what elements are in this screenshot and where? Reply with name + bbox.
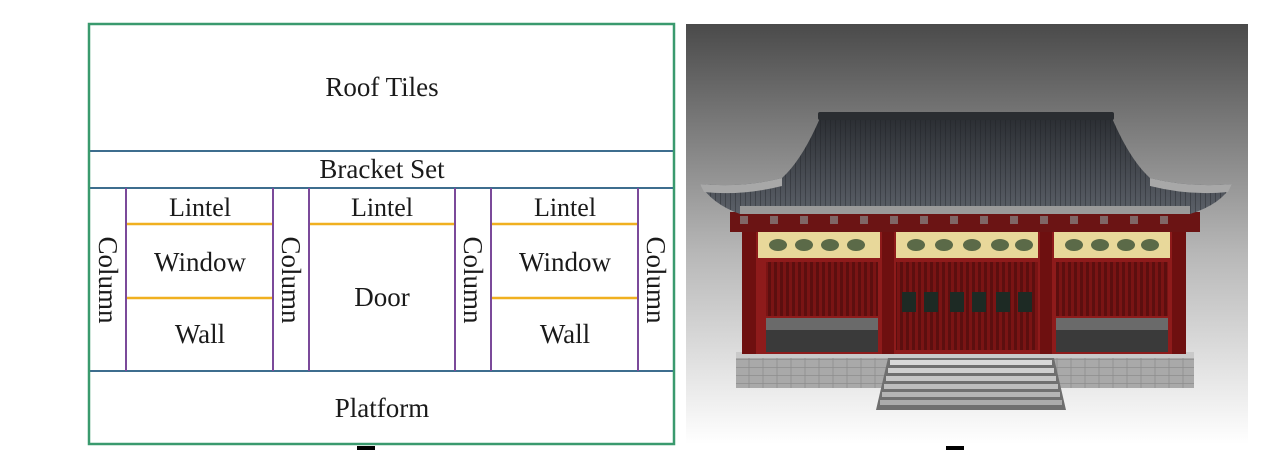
structure-diagram: Roof Tiles Bracket Set Lintel Lintel Lin…	[87, 22, 676, 446]
right-lattice-window	[1056, 262, 1168, 316]
render-columns	[742, 226, 1186, 354]
lintel-right-label: Lintel	[534, 193, 596, 222]
diagram-outer-border	[87, 22, 676, 446]
lintel-left-label: Lintel	[169, 193, 231, 222]
window-left-label: Window	[154, 247, 246, 277]
column-3-label: Column	[458, 236, 488, 324]
platform-label: Platform	[335, 393, 430, 423]
bracket-set-label: Bracket Set	[319, 154, 445, 184]
wall-right-label: Wall	[540, 319, 590, 349]
panel-marker-right	[946, 446, 964, 450]
roof-eave	[740, 206, 1190, 214]
roof-tiles-label: Roof Tiles	[325, 72, 438, 102]
left-lattice-window	[766, 262, 878, 316]
bracket-set-band	[730, 212, 1200, 232]
lintel-center-label: Lintel	[351, 193, 413, 222]
wall-left-label: Wall	[175, 319, 225, 349]
column-2-label: Column	[276, 236, 306, 324]
column-4-label: Column	[641, 236, 671, 324]
panel-marker-left	[357, 446, 375, 450]
window-right-label: Window	[519, 247, 611, 277]
central-doors	[896, 262, 1038, 350]
column-1-label: Column	[93, 236, 123, 324]
frieze-panels	[758, 232, 1170, 258]
building-render	[686, 24, 1248, 444]
roof-ridge	[818, 112, 1114, 120]
door-label: Door	[354, 282, 410, 312]
stair-steps	[880, 360, 1062, 405]
